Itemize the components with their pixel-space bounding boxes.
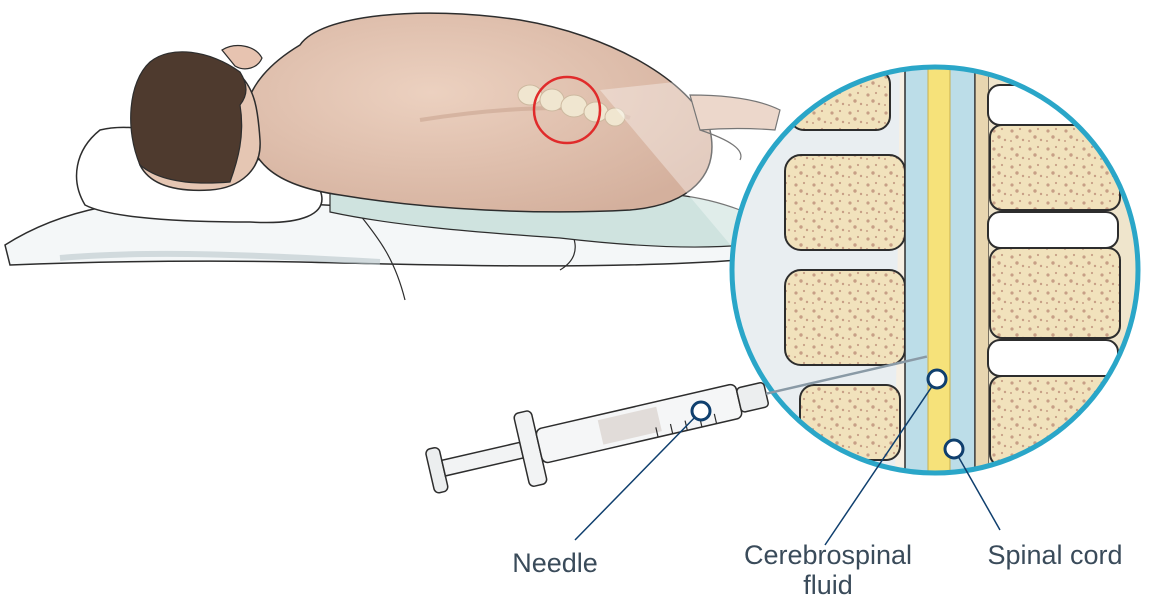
label-needle: Needle (500, 548, 610, 578)
syringe-hub (736, 382, 769, 413)
label-cerebrospinal-fluid: Cerebrospinal fluid (728, 540, 928, 600)
hair (131, 52, 246, 183)
syringe-plunger-rod (442, 442, 524, 476)
label-spinal-cord: Spinal cord (970, 540, 1140, 570)
spinal-cord-region (928, 60, 950, 490)
circle-marker-icon (692, 402, 710, 420)
circle-marker-icon (945, 440, 963, 458)
circle-marker-icon (928, 370, 946, 388)
